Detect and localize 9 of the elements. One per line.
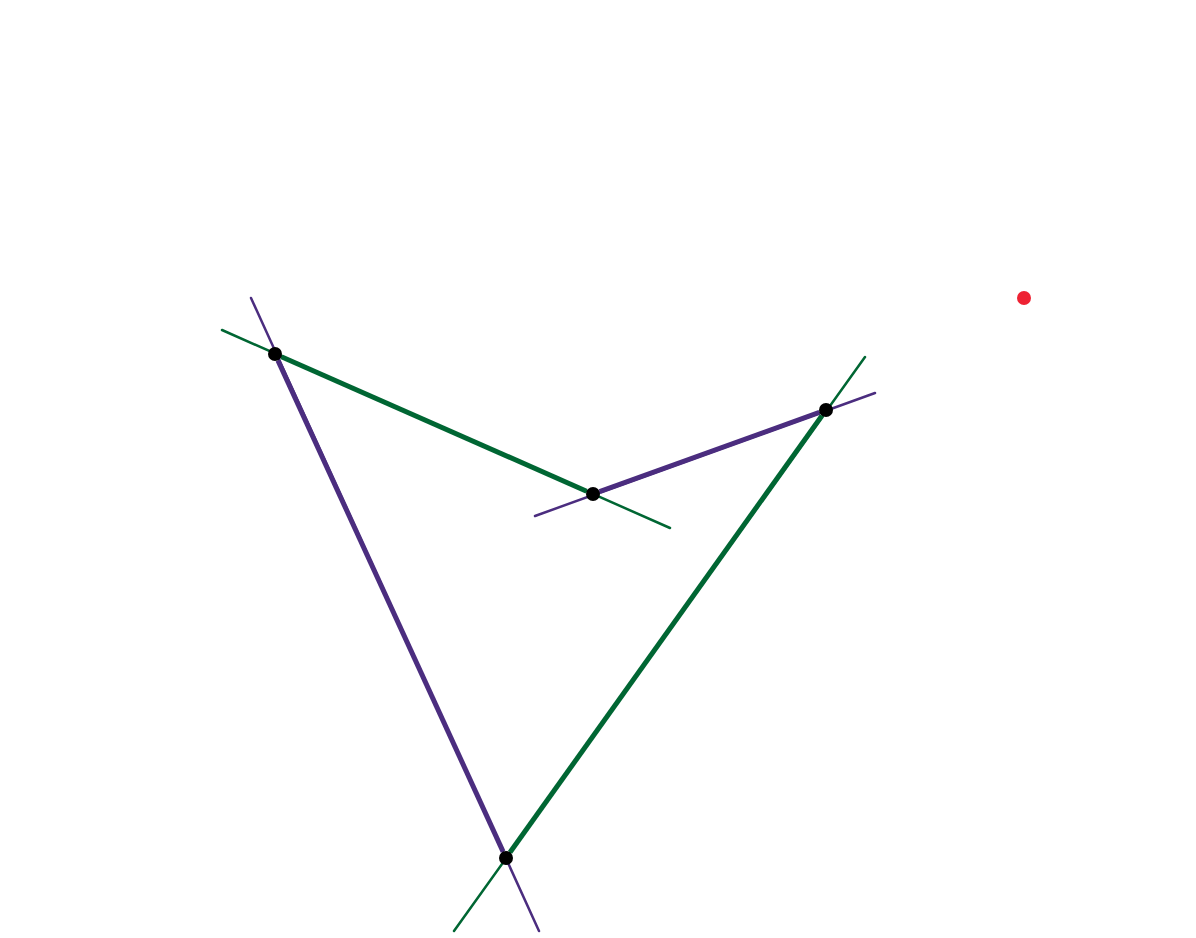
point-dot <box>819 403 833 417</box>
point-dot <box>499 851 513 865</box>
line-segment <box>275 359 506 853</box>
line-segment <box>280 354 588 494</box>
point-dot <box>586 487 600 501</box>
point-dot <box>1017 291 1031 305</box>
line-segment <box>598 410 821 494</box>
point-dot <box>268 347 282 361</box>
line-segment <box>508 414 824 854</box>
